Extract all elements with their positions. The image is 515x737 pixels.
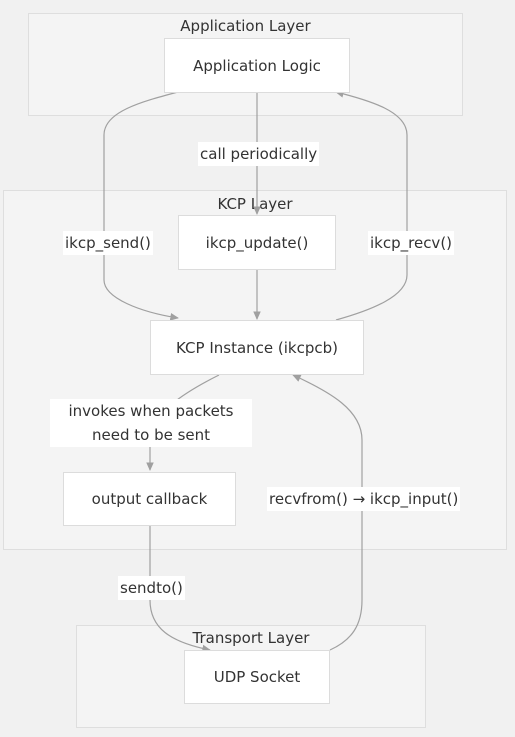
application-logic-label: Application Logic — [193, 56, 321, 75]
udp-socket-node: UDP Socket — [184, 650, 330, 704]
edge-label-ikcp-recv: ikcp_recv() — [368, 231, 455, 255]
edge-label-invokes: invokes when packets need to be sent — [50, 399, 252, 447]
application-layer: Application Layer — [28, 13, 463, 116]
output-callback-node: output callback — [63, 472, 236, 526]
ikcp-update-node: ikcp_update() — [178, 215, 336, 270]
transport-layer-title: Transport Layer — [192, 629, 310, 647]
kcp-instance-label: KCP Instance (ikcpcb) — [176, 338, 338, 357]
application-layer-title: Application Layer — [180, 17, 311, 35]
kcp-instance-node: KCP Instance (ikcpcb) — [150, 320, 364, 375]
edge-label-recvfrom-input: recvfrom() → ikcp_input() — [267, 487, 461, 511]
edge-label-invokes-line1: invokes when packets — [68, 402, 234, 420]
kcp-layer-title: KCP Layer — [217, 195, 293, 213]
application-logic-node: Application Logic — [164, 38, 350, 93]
output-callback-label: output callback — [91, 490, 208, 508]
edge-label-call-periodically: call periodically — [198, 142, 320, 166]
edge-label-invokes-line2: need to be sent — [91, 426, 211, 444]
ikcp-update-label: ikcp_update() — [205, 233, 309, 252]
edge-label-sendto: sendto() — [118, 576, 185, 600]
udp-socket-label: UDP Socket — [213, 668, 301, 686]
edge-label-ikcp-send: ikcp_send() — [63, 231, 153, 255]
